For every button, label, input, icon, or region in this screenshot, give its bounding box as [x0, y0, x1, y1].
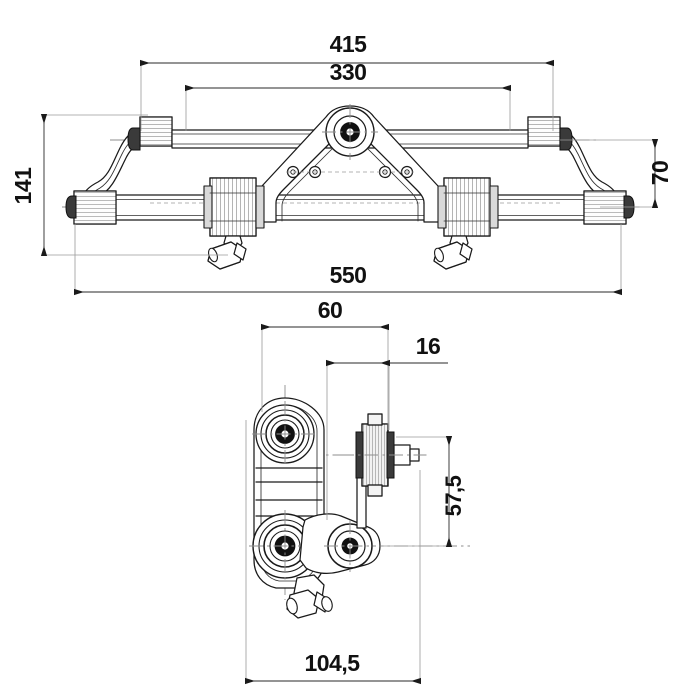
- upper-bearing: [252, 401, 318, 467]
- dimension-104-5-label: 104,5: [304, 650, 360, 676]
- dimension-70-label: 70: [647, 161, 673, 186]
- left-upper-bushing: [127, 116, 181, 151]
- dimension-104-5: 104,5: [245, 420, 421, 685]
- dimension-550-label: 550: [330, 262, 367, 288]
- dimension-70: 70: [560, 139, 673, 208]
- dimension-60-label: 60: [318, 297, 343, 323]
- side-section-view: [249, 385, 470, 619]
- dimension-550: 550: [74, 224, 622, 296]
- upper-side-fitting: [340, 413, 424, 497]
- valve-outlet: [321, 596, 333, 612]
- front-elevation-view: [62, 104, 640, 270]
- dimension-415: 415: [140, 31, 554, 131]
- dimension-330: 330: [185, 59, 511, 131]
- right-axle-end-bushing: [583, 190, 635, 225]
- dimension-60: 60: [261, 297, 389, 430]
- dimension-layer: 415 330 141 70 550: [10, 31, 673, 685]
- dimension-57-5: 57,5: [380, 436, 466, 547]
- dimension-16-label: 16: [416, 333, 441, 359]
- central-mounting-bracket: [257, 104, 443, 223]
- left-axle-end-bushing: [65, 190, 117, 225]
- main-axle-tube: [85, 194, 615, 221]
- dimension-141: 141: [10, 114, 228, 256]
- pivot-arm: [299, 453, 383, 574]
- dimension-330-label: 330: [330, 59, 367, 85]
- dimension-141-label: 141: [10, 167, 36, 205]
- valve-port: [286, 597, 298, 615]
- left-brake-actuator: [203, 177, 265, 270]
- dimension-16: 16: [326, 333, 448, 520]
- left-valve-fitting: [207, 241, 247, 270]
- right-brake-actuator: [433, 177, 499, 270]
- right-valve-fitting: [433, 241, 473, 270]
- lower-valve-fitting: [286, 574, 333, 619]
- dimension-415-label: 415: [330, 31, 368, 57]
- right-upper-bushing: [519, 116, 573, 151]
- dimension-57-5-label: 57,5: [441, 475, 466, 516]
